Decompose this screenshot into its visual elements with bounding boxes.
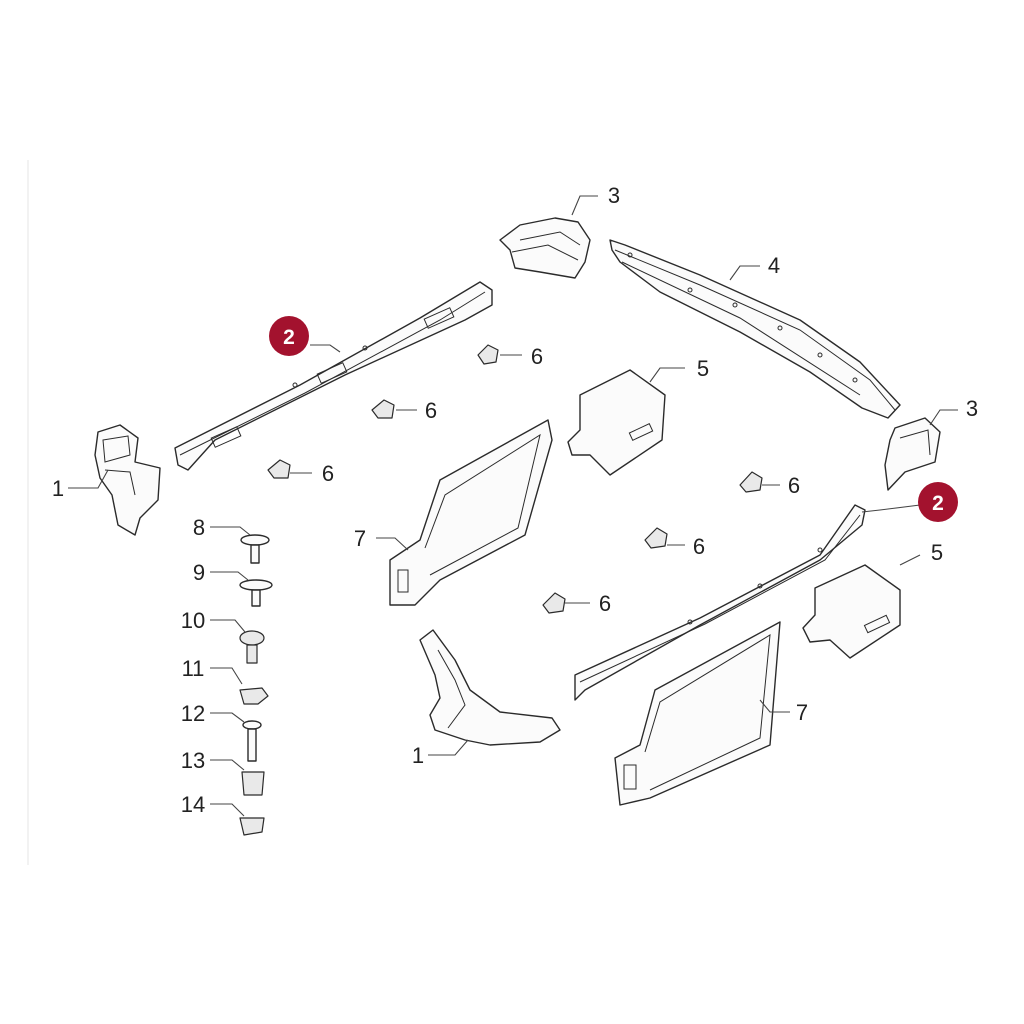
clip-6-f <box>542 592 566 614</box>
callout-label: 2 <box>283 326 295 349</box>
fastener-8 <box>240 534 270 564</box>
clip-6-d <box>739 471 763 493</box>
fastener-12 <box>242 720 262 762</box>
callout-6-a: 6 <box>531 344 543 369</box>
callout-13: 13 <box>181 748 205 773</box>
callout-6-e: 6 <box>693 534 705 559</box>
part-4-rear-rail <box>609 239 901 419</box>
callout-8: 8 <box>193 515 205 540</box>
callout-5-upper: 5 <box>697 356 709 381</box>
callout-14: 14 <box>181 792 205 817</box>
callout-1-left: 1 <box>52 476 64 501</box>
badge-circle <box>918 482 958 522</box>
callout-12: 12 <box>181 701 205 726</box>
part-3-lower-bracket <box>884 417 941 491</box>
callout-5-lower: 5 <box>931 540 943 565</box>
clip-6-a <box>477 344 499 365</box>
part-5-upper-panel <box>567 369 666 476</box>
fastener-13 <box>241 771 265 796</box>
callout-3-lower: 3 <box>966 396 978 421</box>
callout-label: 2 <box>932 492 944 515</box>
callout-7-lower: 7 <box>796 700 808 725</box>
part-7-lower-side-panel <box>614 621 781 806</box>
part-3-upper-bracket <box>499 217 591 279</box>
part-1-left-bracket <box>94 424 161 536</box>
callout-badge-2-lower: 2 <box>918 482 958 522</box>
part-2-upper-rail <box>174 281 493 471</box>
callout-6-f: 6 <box>599 591 611 616</box>
clip-6-c <box>267 459 291 479</box>
clip-6-e <box>644 527 668 549</box>
part-5-lower-panel <box>802 564 901 659</box>
callout-1-lower: 1 <box>412 743 424 768</box>
badge-circle <box>269 316 309 356</box>
fastener-9 <box>239 579 273 607</box>
callout-6-c: 6 <box>322 461 334 486</box>
fastener-10 <box>239 630 265 664</box>
callout-6-d: 6 <box>788 473 800 498</box>
part-2-lower-rail <box>574 504 866 701</box>
part-1-lower-bracket <box>419 629 561 746</box>
callout-9: 9 <box>193 560 205 585</box>
clip-6-b <box>371 399 395 419</box>
callout-3-upper: 3 <box>608 183 620 208</box>
callout-11: 11 <box>182 656 205 681</box>
callout-10: 10 <box>181 608 205 633</box>
callout-4: 4 <box>768 253 780 278</box>
fastener-14 <box>239 817 265 836</box>
part-7-upper-side-panel <box>389 419 553 606</box>
callout-7-upper: 7 <box>354 526 366 551</box>
callout-6-b: 6 <box>425 398 437 423</box>
callout-badge-2-upper: 2 <box>269 316 309 356</box>
fastener-11 <box>239 687 269 705</box>
